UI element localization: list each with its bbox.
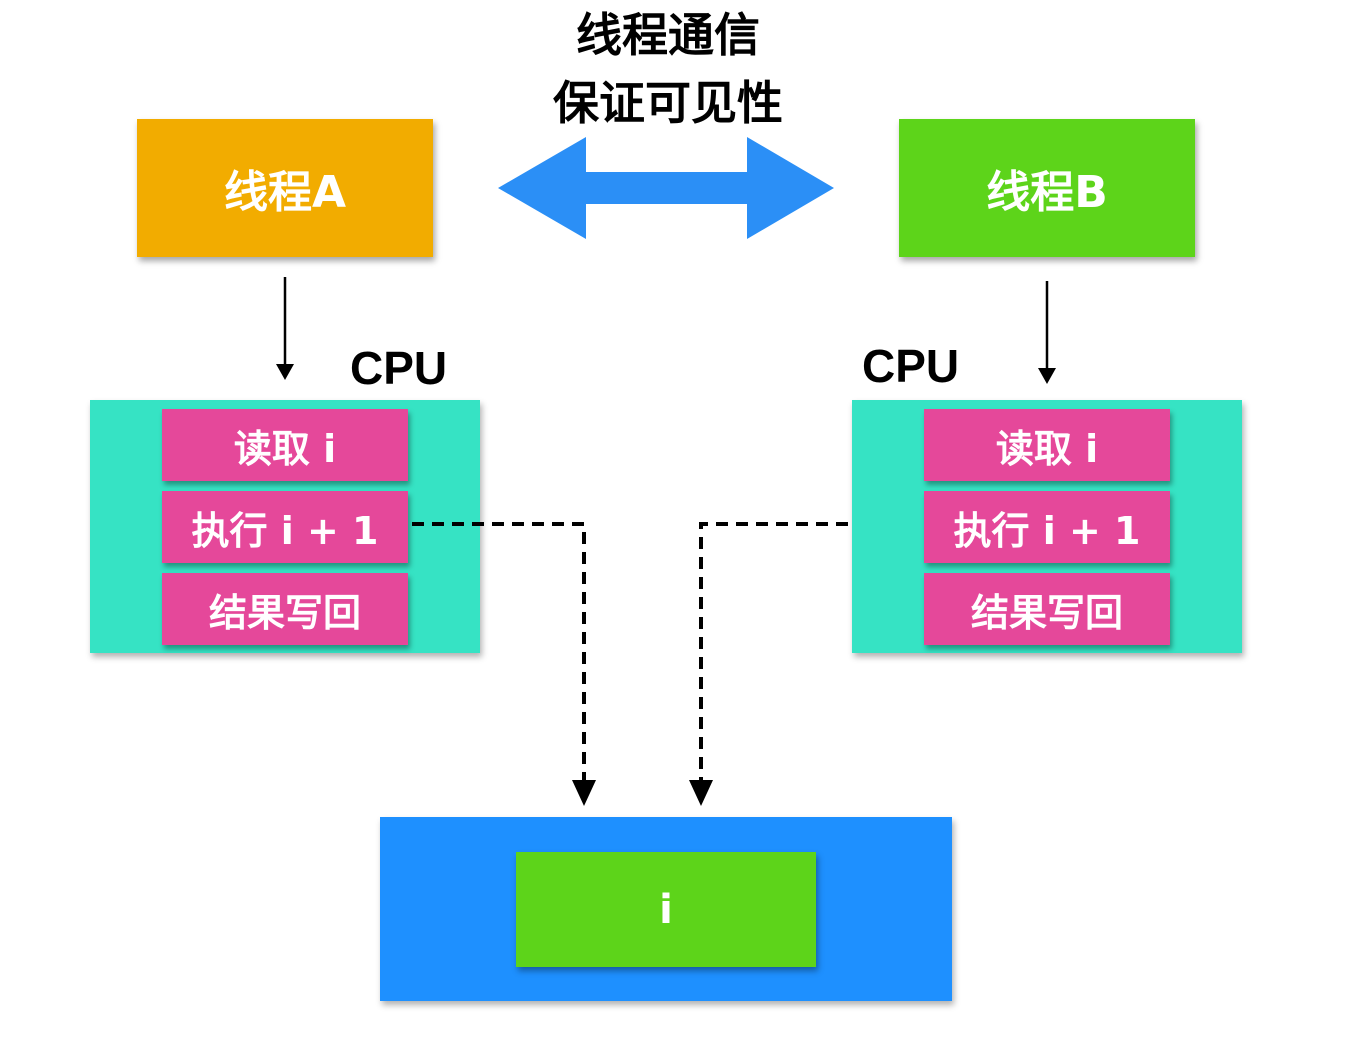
cpu-b-step-read: 读取 i <box>924 409 1170 481</box>
thread-a-box: 线程A <box>137 119 433 257</box>
cpu-b-to-memory-arrowhead <box>689 780 713 806</box>
cpu-a-to-memory-arrowhead <box>572 780 596 806</box>
cpu-a-to-memory-dashed-line <box>412 522 586 784</box>
title-line-1: 线程通信 <box>576 8 760 62</box>
cpu-b-label: CPU <box>862 340 960 392</box>
thread-a-to-cpu-arrowhead <box>276 364 294 380</box>
communication-arrow <box>498 137 834 239</box>
cpu-a-step-execute: 执行 i + 1 <box>162 491 408 563</box>
thread-b-to-cpu-arrowhead <box>1038 368 1056 384</box>
thread-b-box: 线程B <box>899 119 1195 257</box>
cpu-a-step-read: 读取 i <box>162 409 408 481</box>
cpu-a-step-writeback: 结果写回 <box>162 573 408 645</box>
thread-b-label: 线程B <box>986 167 1108 218</box>
cpu-a-label: CPU <box>350 342 448 394</box>
cpu-b-to-memory-dashed-line <box>699 522 848 784</box>
cpu-b-step-execute: 执行 i + 1 <box>924 491 1170 563</box>
variable-i-label: i <box>659 886 673 933</box>
thread-a-label: 线程A <box>223 167 347 218</box>
cpu-b-step-writeback: 结果写回 <box>924 573 1170 645</box>
title-line-2: 保证可见性 <box>553 76 783 130</box>
variable-i-box: i <box>516 852 816 967</box>
